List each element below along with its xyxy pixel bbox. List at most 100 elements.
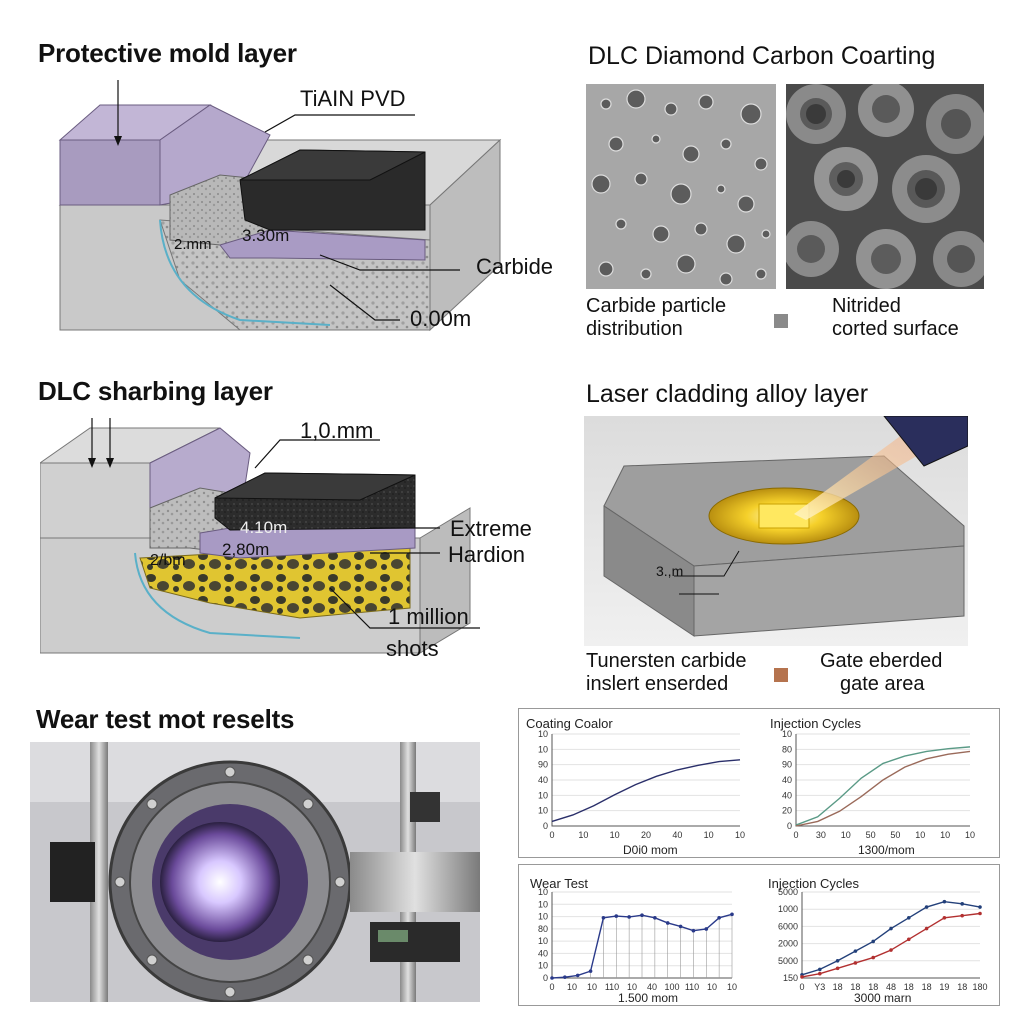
chart-injection-bottom-point xyxy=(907,937,911,942)
chart-injection-bottom-point xyxy=(942,916,947,920)
protective-label-bottom: 0.00m xyxy=(410,306,472,331)
nitrided-caption-line1: Nitrided xyxy=(832,295,901,317)
chart-coating-xtick: 10 xyxy=(735,830,745,840)
chart-coating-ytick: 10 xyxy=(538,744,548,754)
chart-injection-top-xlabel: 1300/mom xyxy=(858,843,915,856)
laser-cladding-image xyxy=(584,416,968,646)
protective-label-carbide: Carbide xyxy=(476,254,554,279)
chart-wear-ytick: 40 xyxy=(538,948,548,958)
chart-injection-bottom-point xyxy=(889,948,893,952)
chart-injection-top-ytick: 80 xyxy=(782,744,792,754)
protective-inner-b: 2.mm xyxy=(174,236,212,253)
chart-wear-xtick: 10 xyxy=(627,982,637,992)
laser-caption-left-2: inslert enserded xyxy=(586,673,729,695)
chart-injection-top-xtick: 10 xyxy=(915,830,925,840)
chart-injection-bottom-ytick: 1000 xyxy=(778,904,798,914)
sharbing-label-hardion: Hardion xyxy=(448,542,526,567)
chart-wear-xtick: 10 xyxy=(707,982,717,992)
chart-wear-ytick: 10 xyxy=(538,936,548,946)
chart-injection-bottom-title: Injection Cycles xyxy=(768,876,860,891)
chart-injection-bottom-point xyxy=(978,911,982,916)
chart-wear-point xyxy=(717,916,721,920)
chart-coating-ytick: 40 xyxy=(538,775,548,785)
chart-box-bottom xyxy=(518,864,1000,1006)
chart-injection-bottom-xtick: 0 xyxy=(799,982,804,992)
chart-wear-xtick: 100 xyxy=(664,982,679,992)
chart-box-top xyxy=(518,708,1000,858)
chart-injection-bottom-xtick: 180 xyxy=(972,982,987,992)
chart-wear-point xyxy=(614,914,619,918)
chart-wear-point xyxy=(640,913,644,918)
sharbing-inner-c: 2/bm xyxy=(150,552,186,569)
chart-injection-bottom-point xyxy=(924,905,929,909)
chart-coating-xtick: 20 xyxy=(641,830,651,840)
chart-coating-xtick: 0 xyxy=(549,830,554,840)
chart-injection-bottom-point xyxy=(871,939,875,944)
chart-injection-top-xtick: 30 xyxy=(816,830,826,840)
chart-coating-xtick: 10 xyxy=(704,830,714,840)
wear-title: Wear test mot reselts xyxy=(36,704,295,734)
chart-coating-ytick: 10 xyxy=(538,790,548,800)
chart-injection-top-ytick: 20 xyxy=(782,806,792,816)
chart-coating-ytick: 10 xyxy=(538,729,548,739)
chart-wear-point xyxy=(588,969,593,973)
chart-wear-xtick: 110 xyxy=(685,982,699,992)
dlc-legend-swatch xyxy=(774,314,788,328)
wear-test-machine-photo xyxy=(30,742,480,1002)
chart-injection-bottom-ytick: 6000 xyxy=(778,921,798,931)
chart-wear-ytick: 10 xyxy=(538,887,548,897)
chart-wear-point xyxy=(563,975,567,979)
chart-injection-bottom-point xyxy=(853,961,858,965)
protective-cross-section xyxy=(58,80,502,332)
carbide-particle-micrograph xyxy=(586,84,776,289)
chart-injection-bottom-ytick: 5000 xyxy=(778,887,798,897)
chart-injection-bottom-xtick: 18 xyxy=(833,982,843,992)
chart-injection-top-xtick: 50 xyxy=(866,830,876,840)
laser-caption-right-1: Gate eberded xyxy=(820,650,943,672)
chart-injection-bottom-point xyxy=(924,926,929,931)
chart-coating-series-line-0 xyxy=(551,759,741,823)
chart-injection-bottom-xtick: 48 xyxy=(886,982,896,992)
chart-wear-point xyxy=(601,916,606,920)
protective-title: Protective mold layer xyxy=(38,38,297,68)
chart-injection-bottom-point xyxy=(907,916,911,920)
sharbing-label-million: 1 million xyxy=(388,604,469,629)
chart-injection-top-ytick: 40 xyxy=(782,790,792,800)
chart-wear-point xyxy=(550,976,554,980)
chart-injection-bottom-point xyxy=(960,913,964,918)
chart-coating-xtick: 10 xyxy=(610,830,620,840)
chart-injection-bottom-point xyxy=(818,971,822,976)
chart-injection-bottom-point xyxy=(835,966,840,971)
chart-injection-top-xtick: 50 xyxy=(890,830,900,840)
laser-legend-swatch xyxy=(774,668,788,682)
chart-injection-top-title: Injection Cycles xyxy=(770,716,862,731)
chart-injection-top-ytick: 90 xyxy=(782,760,792,770)
chart-coating-xlabel: D0i0 mom xyxy=(623,843,678,856)
chart-injection-bottom-point xyxy=(978,905,982,909)
chart-injection-top-series-line-0 xyxy=(795,746,971,826)
chart-injection-top-xtick: 10 xyxy=(940,830,950,840)
chart-injection-bottom-point xyxy=(960,902,964,906)
chart-injection-bottom-xtick: 18 xyxy=(850,982,860,992)
chart-injection-top-xtick: 0 xyxy=(793,830,798,840)
dlc-sharbing-cross-section xyxy=(40,418,480,654)
chart-wear-point xyxy=(575,973,580,978)
nitrided-caption-line2: corted surface xyxy=(832,318,959,340)
chart-wear-point xyxy=(678,924,683,929)
chart-wear-xtick: 10 xyxy=(727,982,737,992)
chart-injection-bottom-xlabel: 3000 marn xyxy=(854,991,911,1004)
chart-coating-axes xyxy=(551,734,740,827)
nitrided-surface-micrograph xyxy=(786,84,984,289)
chart-wear-xlabel: 1.500 mom xyxy=(618,991,678,1004)
chart-wear-point xyxy=(704,927,709,931)
sharbing-inner-b: 2,80m xyxy=(222,540,270,559)
chart-wear-xtick: 10 xyxy=(587,982,597,992)
protective-label-tiain: TiAIN PVD xyxy=(300,86,406,111)
chart-injection-bottom-point xyxy=(871,955,875,960)
chart-injection-bottom-xtick: 19 xyxy=(939,982,949,992)
sharbing-inner-a: 4.10m xyxy=(240,518,288,537)
